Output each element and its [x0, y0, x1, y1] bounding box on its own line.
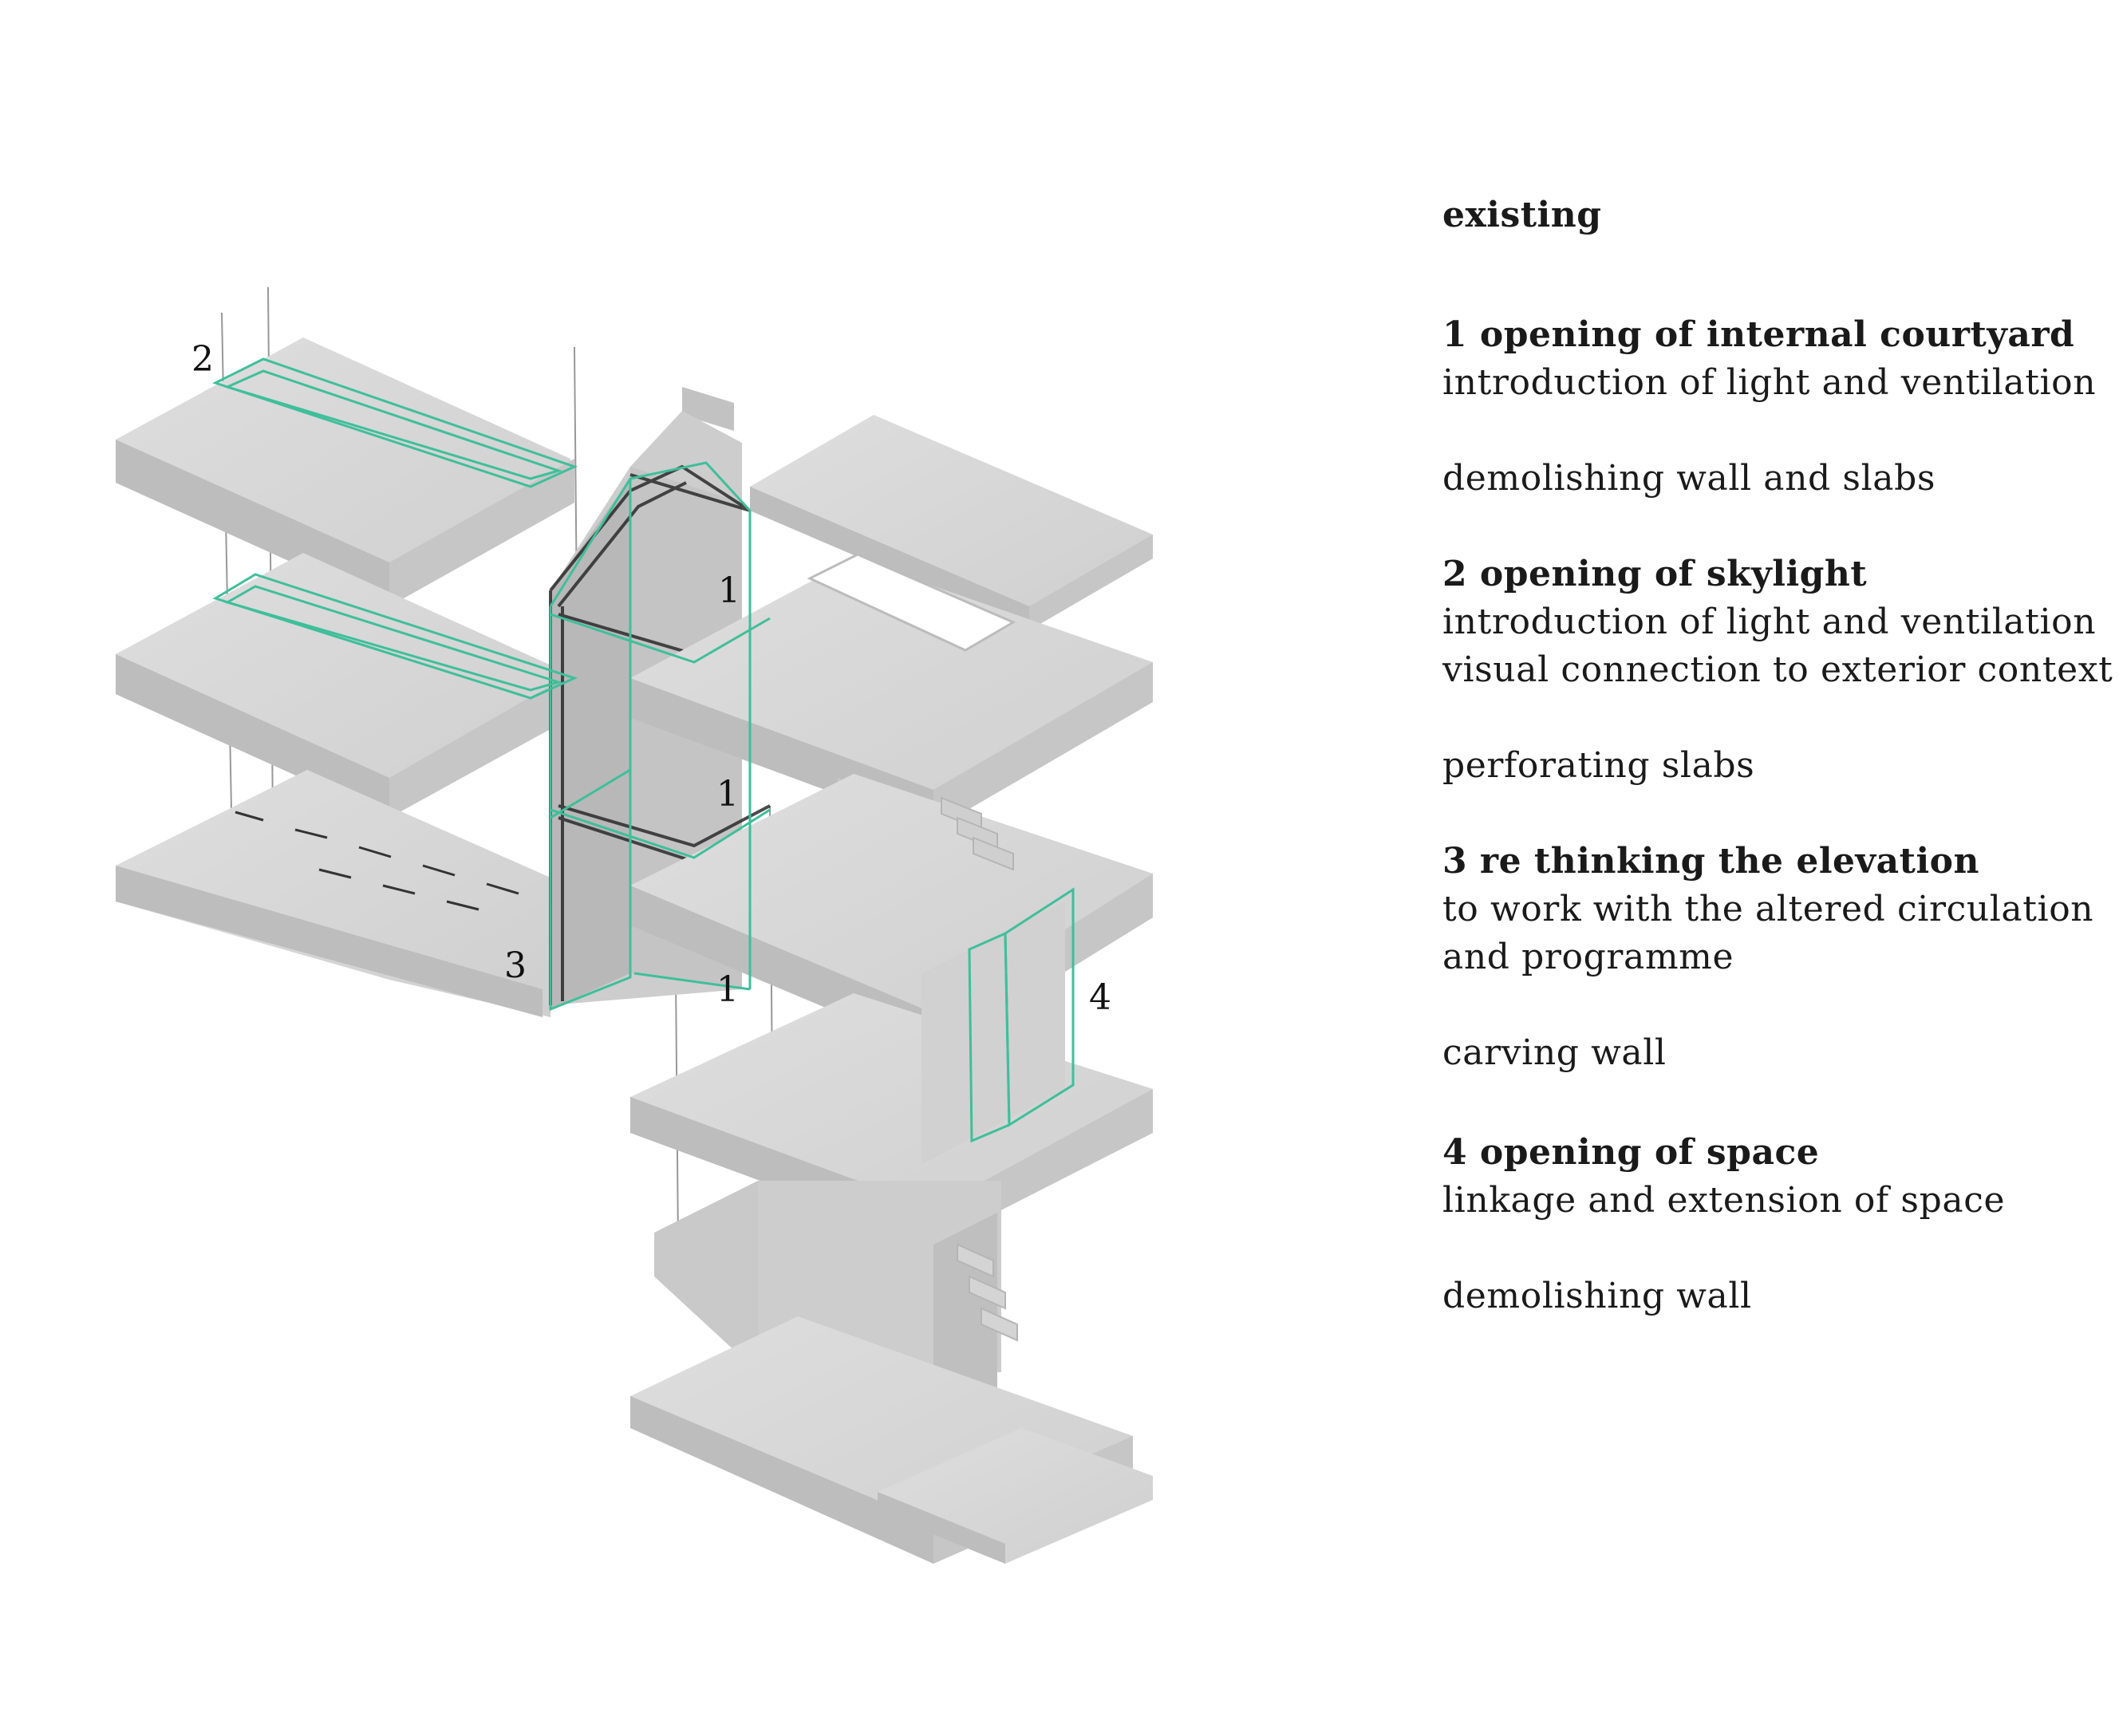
right-ground-walls: [654, 1181, 1018, 1436]
marker-4: 4: [1089, 977, 1111, 1018]
legend-item-2-desc-1: introduction of light and ventilation: [1442, 602, 2097, 642]
right-top-slab: [750, 415, 1153, 630]
marker-2: 2: [191, 339, 214, 380]
legend-item-1-desc: introduction of light and ventilation: [1442, 362, 2097, 403]
marker-1-middle: 1: [716, 774, 739, 815]
legend-item-3-desc-1: to work with the altered circulation: [1442, 889, 2094, 929]
legend-item-3-action: carving wall: [1442, 1032, 1667, 1073]
legend-item-3-heading: 3 re thinking the elevation: [1442, 841, 1980, 882]
legend-item-2-action: perforating slabs: [1442, 745, 1755, 786]
marker-3: 3: [504, 945, 527, 986]
legend-item-4-desc: linkage and extension of space: [1442, 1180, 2006, 1221]
legend-item-4-heading: 4 opening of space: [1442, 1132, 1820, 1173]
legend-item-4-action: demolishing wall: [1442, 1276, 1752, 1316]
legend-item-3-desc-2: and programme: [1442, 937, 1734, 977]
legend-item-2-heading: 2 opening of skylight: [1442, 554, 1868, 594]
right-basement-slab: [878, 1428, 1153, 1564]
marker-1-upper: 1: [718, 570, 740, 611]
legend-item-1-heading: 1 opening of internal courtyard: [1442, 314, 2075, 355]
intervention-outlines: [212, 357, 1075, 1143]
left-wing-slab-middle: [116, 553, 570, 818]
marker-1-lower: 1: [716, 969, 739, 1010]
intervention-markers: 1 1 1 2 3 4: [191, 339, 1111, 1018]
legend-item-1-action: demolishing wall and slabs: [1442, 458, 1936, 499]
legend-item-2-desc-2: visual connection to exterior context: [1442, 649, 2113, 690]
left-wing-slab-bottom: [116, 770, 550, 1017]
legend-existing: existing: [1442, 195, 1602, 235]
